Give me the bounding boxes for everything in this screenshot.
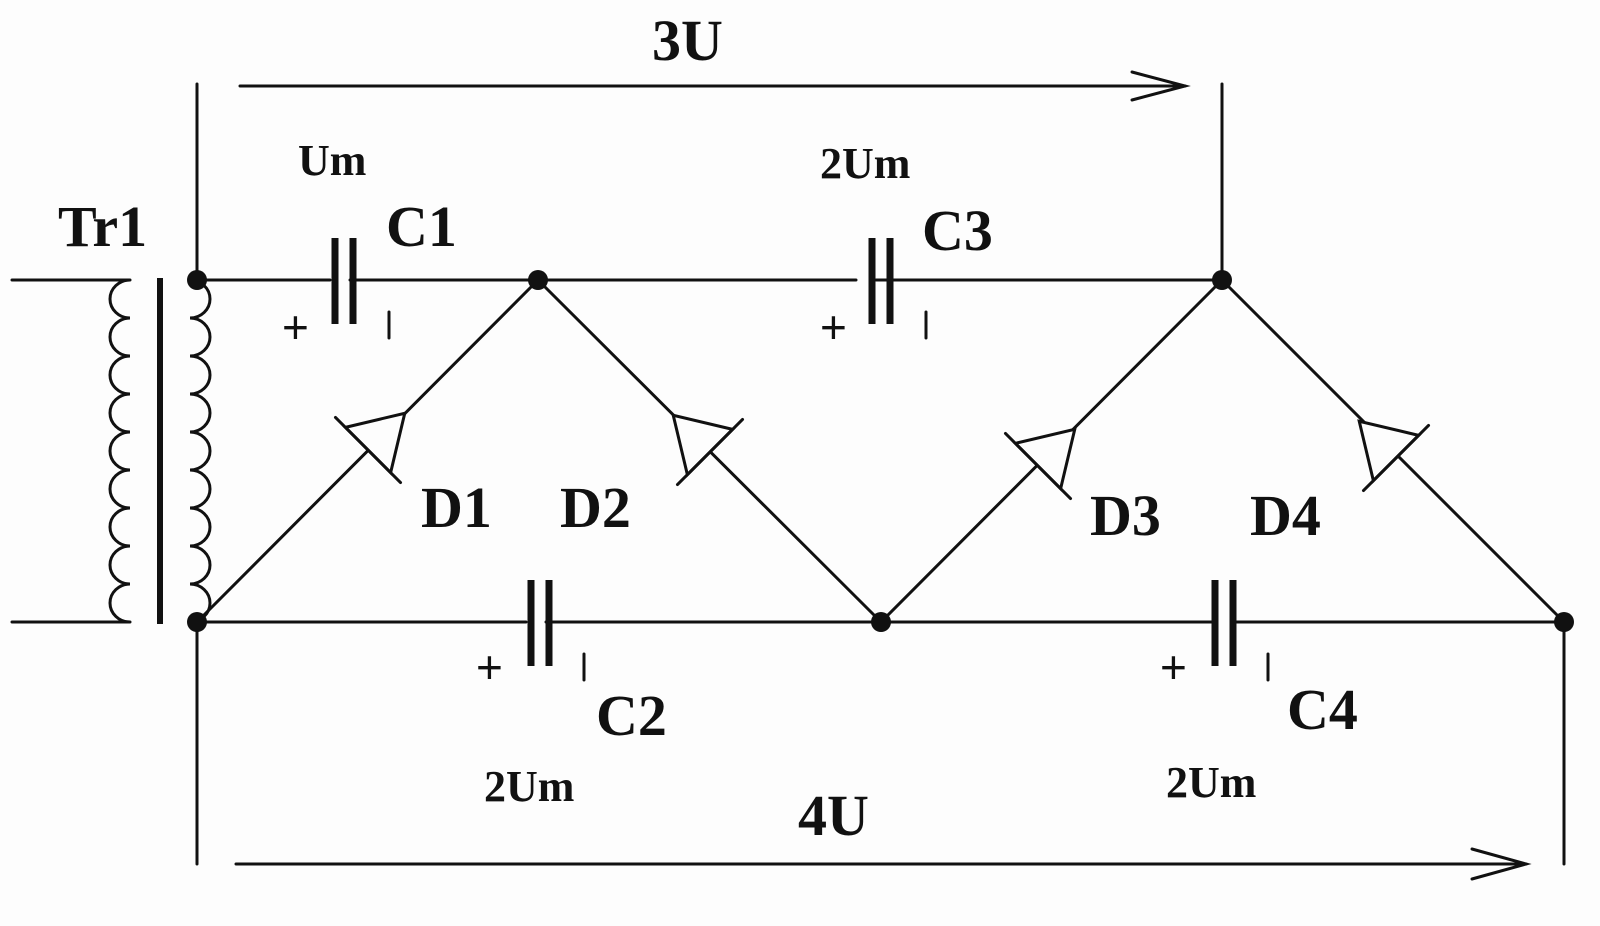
c3-label: C3 <box>922 198 993 263</box>
node-bottom-left <box>187 612 207 632</box>
c1-voltage-label: Um <box>298 136 366 185</box>
transformer-label: Tr1 <box>58 194 147 259</box>
d1-bar <box>333 415 403 485</box>
capacitor-c1: + C1 Um <box>282 136 457 353</box>
output-bottom-4u: 4U <box>195 620 1566 881</box>
c2-voltage-label: 2Um <box>484 762 574 811</box>
junction-nodes <box>187 270 1574 632</box>
diode-d2 <box>671 413 745 487</box>
capacitor-c3: + C3 2Um <box>820 139 993 353</box>
transformer-tr1: Tr1 <box>10 194 212 624</box>
node-bottom-right <box>1554 612 1574 632</box>
c1-label: C1 <box>386 194 457 259</box>
d1-label: D1 <box>421 475 492 540</box>
c4-label: C4 <box>1287 677 1358 742</box>
c2-label: C2 <box>596 683 667 748</box>
top-output-label: 3U <box>652 8 723 73</box>
capacitor-c2: + C2 2Um <box>476 580 667 811</box>
d4-bar <box>1361 423 1431 493</box>
d2-bar <box>675 417 745 487</box>
c2-plus-sign: + <box>476 641 503 693</box>
c4-voltage-label: 2Um <box>1166 758 1256 807</box>
c3-plus-sign: + <box>820 301 847 353</box>
d3-label: D3 <box>1090 483 1161 548</box>
c3-voltage-label: 2Um <box>820 139 910 188</box>
d3-bar <box>1003 431 1073 501</box>
top-output-arrowhead <box>1130 70 1191 102</box>
node-top-mid <box>528 270 548 290</box>
d4-triangle <box>1357 419 1422 484</box>
diagonal-branches <box>195 278 1566 624</box>
capacitor-c4: + C4 2Um <box>1160 580 1358 807</box>
d4-label: D4 <box>1250 483 1321 548</box>
node-top-right <box>1212 270 1232 290</box>
c4-plus-sign: + <box>1160 641 1187 693</box>
d2-label: D2 <box>560 475 631 540</box>
bottom-output-label: 4U <box>798 783 869 848</box>
node-bottom-mid <box>871 612 891 632</box>
c1-plus-sign: + <box>282 301 309 353</box>
secondary-coil <box>189 278 212 624</box>
output-top-3u: 3U <box>195 8 1224 282</box>
node-top-left <box>187 270 207 290</box>
diode-d1 <box>333 411 407 485</box>
diode-d3 <box>1003 427 1077 501</box>
primary-coil <box>108 278 131 624</box>
diode-d4 <box>1357 419 1431 493</box>
bottom-output-arrowhead <box>1470 847 1532 881</box>
